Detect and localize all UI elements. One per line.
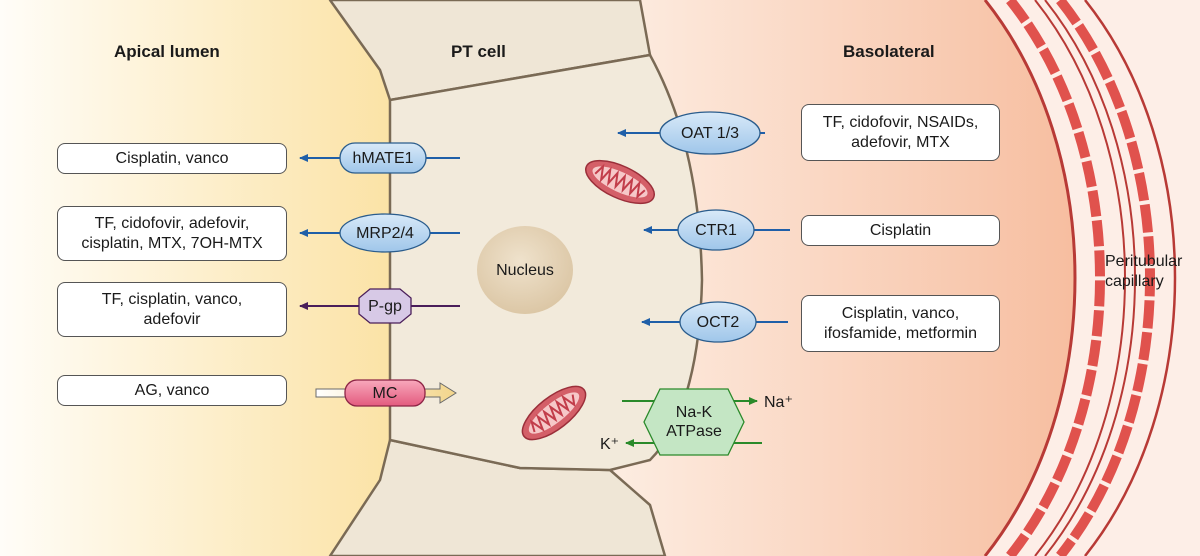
potassium-ion-label: K⁺ <box>600 436 620 453</box>
capillary-wall <box>983 0 1200 556</box>
oat-transporter <box>659 111 761 155</box>
apical-substrate-box: TF, cisplatin, vanco, adefovir <box>57 282 287 337</box>
oct2-transporter <box>679 301 757 343</box>
apical-lumen-region <box>0 0 400 556</box>
mc-receptor <box>344 379 426 407</box>
pt-cell-label: PT cell <box>451 42 506 61</box>
apical-lumen-label: Apical lumen <box>114 42 220 61</box>
nucleus-shape <box>477 226 573 314</box>
pgp-transporter <box>358 288 412 324</box>
basolateral-label: Basolateral <box>843 42 935 61</box>
hmate1-transporter <box>339 142 427 174</box>
mitochondrion-icon <box>521 385 587 441</box>
peritubular-capillary-label: Peritubular capillary <box>1105 253 1183 290</box>
apical-substrate-box: AG, vanco <box>57 375 287 406</box>
ctr1-transporter <box>677 209 755 251</box>
sodium-ion-label: Na⁺ <box>764 394 793 411</box>
apical-substrate-box: Cisplatin, vanco <box>57 143 287 174</box>
na-k-atpase-pump <box>643 388 745 456</box>
apical-substrate-box: TF, cidofovir, adefovir, cisplatin, MTX,… <box>57 206 287 261</box>
basolateral-substrate-box: TF, cidofovir, NSAIDs, adefovir, MTX <box>801 104 1000 161</box>
basolateral-substrate-box: Cisplatin, vanco, ifosfamide, metformin <box>801 295 1000 352</box>
mrp-transporter <box>339 213 431 253</box>
basolateral-substrate-box: Cisplatin <box>801 215 1000 246</box>
mitochondrion-icon <box>585 159 655 205</box>
